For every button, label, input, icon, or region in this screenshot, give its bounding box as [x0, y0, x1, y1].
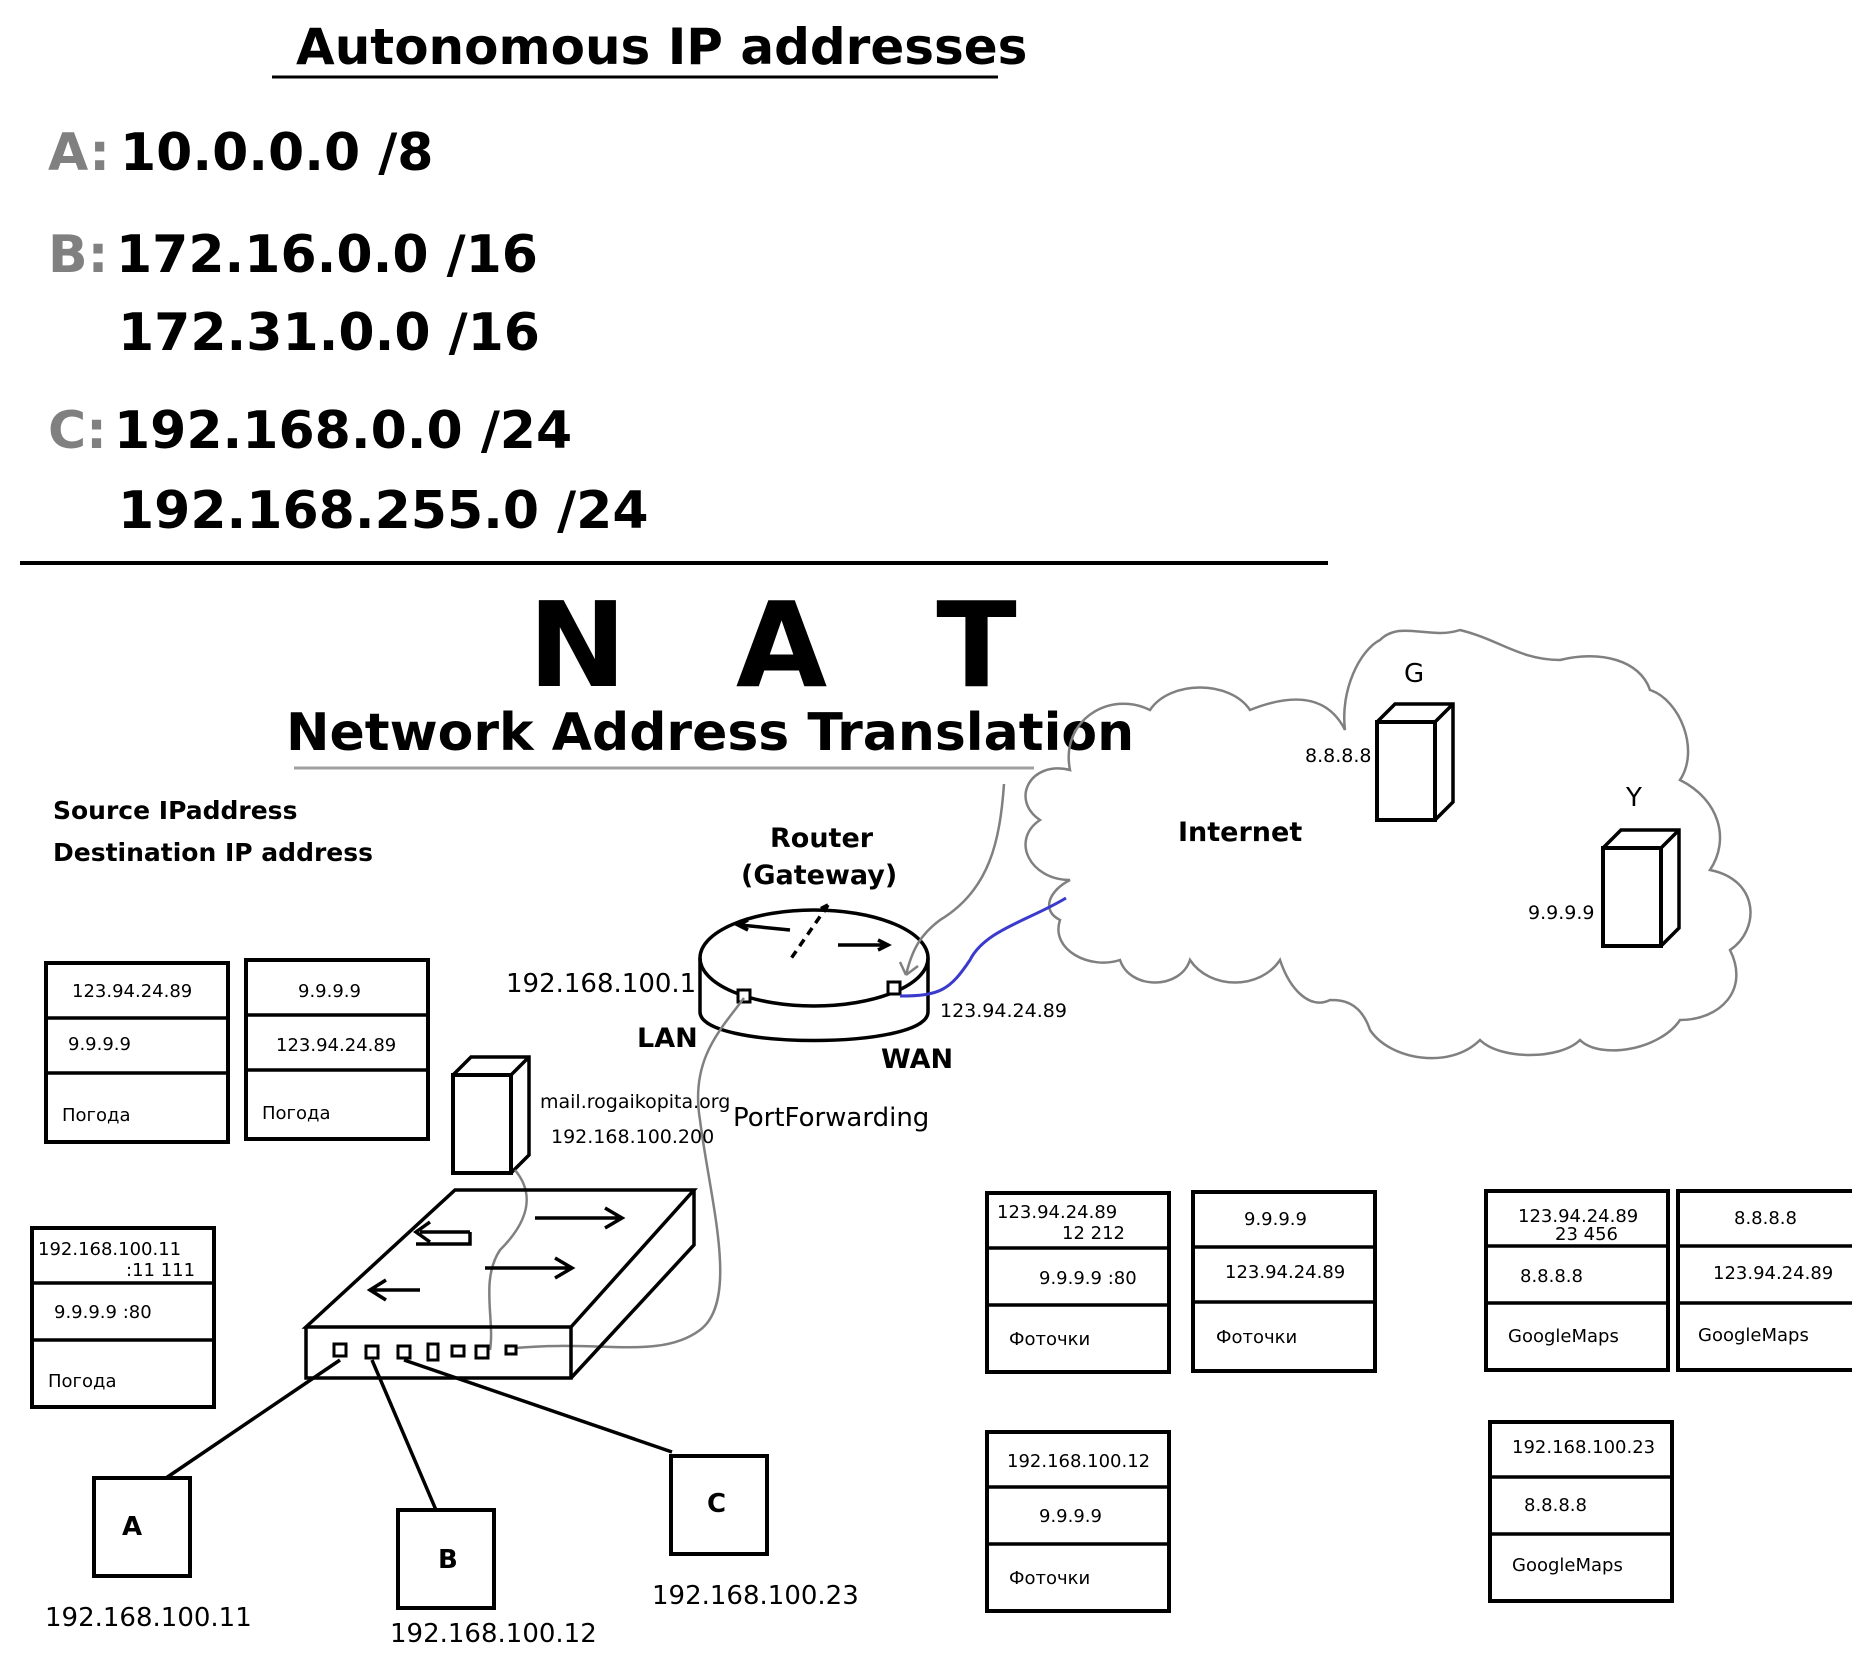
host-a-ip: 192.168.100.11 — [45, 1603, 252, 1633]
cell: GoogleMaps — [1508, 1326, 1619, 1347]
class-a: A: 10.0.0.0 /8 — [48, 123, 433, 183]
server-g-name: G — [1404, 659, 1424, 689]
packet-foto-out: 123.94.24.89 12 212 9.9.9.9 :80 Фоточки — [985, 1191, 1171, 1374]
forward-arrow-wan — [898, 783, 1006, 976]
cell: GoogleMaps — [1698, 1325, 1809, 1346]
cell: 123.94.24.89 — [1713, 1263, 1833, 1284]
cell: 9.9.9.9 — [1039, 1506, 1102, 1527]
mail-server-host: mail.rogaikopita.org — [540, 1091, 730, 1113]
host-c-ip: 192.168.100.23 — [652, 1581, 859, 1611]
cell: Фоточки — [1009, 1329, 1090, 1350]
cell: 8.8.8.8 — [1520, 1266, 1583, 1287]
legend-destination: Destination IP address — [53, 838, 373, 867]
cell: 9.9.9.9 — [1244, 1209, 1307, 1230]
server-g-ip: 8.8.8.8 — [1305, 745, 1371, 767]
cell: 8.8.8.8 — [1734, 1208, 1797, 1229]
cell: 9.9.9.9 :80 — [54, 1302, 152, 1323]
router-lan-ip: 192.168.100.1 — [506, 969, 696, 999]
internet-label: Internet — [1178, 817, 1302, 848]
router-wan-label: WAN — [881, 1044, 953, 1075]
class-c-label: C: — [48, 401, 107, 461]
host-b-ip: 192.168.100.12 — [390, 1619, 597, 1649]
forward-arrow-lan — [514, 997, 745, 1350]
host-c: C 192.168.100.23 — [652, 1454, 859, 1611]
mail-server: mail.rogaikopita.org 192.168.100.200 — [451, 1055, 730, 1175]
cell: 123.94.24.89 — [997, 1202, 1117, 1223]
link-host-b — [370, 1359, 438, 1511]
cell: 123.94.24.89 — [1225, 1262, 1345, 1283]
server-y-ip: 9.9.9.9 — [1528, 902, 1594, 924]
packet-pogoda-in: 9.9.9.9 123.94.24.89 Погода — [244, 958, 430, 1141]
title-autonomous: Autonomous IP addresses — [296, 18, 1027, 76]
cell: Погода — [62, 1105, 131, 1126]
nat-subtitle: Network Address Translation — [286, 703, 1134, 763]
cell: 123.94.24.89 — [1518, 1206, 1638, 1227]
class-c-range-1: 192.168.0.0 /24 — [114, 401, 572, 461]
link-host-a — [165, 1358, 341, 1480]
port-forwarding-label: PortForwarding — [733, 1103, 929, 1133]
class-a-label: A: — [48, 123, 110, 183]
class-b-range-1: 172.16.0.0 /16 — [116, 225, 538, 285]
class-c-range-2: 192.168.255.0 /24 — [118, 481, 649, 541]
server-g: G 8.8.8.8 — [1305, 659, 1455, 822]
wan-link — [899, 896, 1067, 998]
link-host-c — [403, 1358, 673, 1454]
cell: GoogleMaps — [1512, 1555, 1623, 1576]
cell: 123.94.24.89 — [72, 981, 192, 1002]
class-b-label: B: — [48, 225, 108, 285]
cell: 9.9.9.9 — [298, 981, 361, 1002]
router-wan-ip: 123.94.24.89 — [940, 1000, 1067, 1022]
router-label-2: (Gateway) — [741, 860, 897, 891]
class-b: B: 172.16.0.0 /16 172.31.0.0 /16 — [48, 225, 540, 363]
router-lan-label: LAN — [637, 1023, 698, 1054]
cell: 9.9.9.9 — [68, 1034, 131, 1055]
server-y-name: Y — [1625, 783, 1642, 813]
cell: Погода — [48, 1371, 117, 1392]
nat-title: N A T — [528, 576, 1051, 714]
internet-cloud — [1024, 628, 1752, 1060]
cell: 12 212 — [1062, 1223, 1125, 1244]
packet-maps-local: 192.168.100.23 8.8.8.8 GoogleMaps — [1488, 1420, 1674, 1603]
router-label-1: Router — [770, 823, 874, 854]
class-c: C: 192.168.0.0 /24 192.168.255.0 /24 — [48, 401, 649, 541]
packet-foto-local: 192.168.100.12 9.9.9.9 Фоточки — [985, 1430, 1171, 1613]
cell: 8.8.8.8 — [1524, 1495, 1587, 1516]
mail-cable — [488, 1169, 528, 1351]
class-a-range-1: 10.0.0.0 /8 — [120, 123, 433, 183]
legend-source: Source IPaddress — [53, 796, 297, 825]
host-a-name: A — [122, 1512, 142, 1542]
packet-pogoda-local: 192.168.100.11 :11 111 9.9.9.9 :80 Погод… — [30, 1226, 216, 1409]
cell: Фоточки — [1216, 1327, 1297, 1348]
host-b: B 192.168.100.12 — [390, 1508, 597, 1649]
packet-pogoda-out: 123.94.24.89 9.9.9.9 Погода — [44, 961, 230, 1144]
host-c-name: C — [707, 1489, 726, 1519]
packet-foto-in: 9.9.9.9 123.94.24.89 Фоточки — [1191, 1190, 1377, 1373]
cell: 192.168.100.23 — [1512, 1437, 1655, 1458]
mail-server-ip: 192.168.100.200 — [551, 1126, 714, 1148]
server-y: Y 9.9.9.9 — [1528, 783, 1681, 948]
cell: Погода — [262, 1103, 331, 1124]
cell: Фоточки — [1009, 1568, 1090, 1589]
cell: :11 111 — [126, 1260, 195, 1281]
router: Router (Gateway) 192.168.100.1 123.94.24… — [506, 823, 1067, 1133]
cell: 192.168.100.12 — [1007, 1451, 1150, 1472]
switch — [301, 1188, 698, 1380]
cell: 9.9.9.9 :80 — [1039, 1268, 1137, 1289]
cell: 23 456 — [1555, 1224, 1618, 1245]
host-a: A 192.168.100.11 — [45, 1476, 252, 1633]
cell: 123.94.24.89 — [276, 1035, 396, 1056]
class-b-range-2: 172.31.0.0 /16 — [118, 303, 540, 363]
cell: 192.168.100.11 — [38, 1239, 181, 1260]
packet-maps-in: 8.8.8.8 123.94.24.89 GoogleMaps — [1676, 1189, 1852, 1372]
packet-maps-out: 123.94.24.89 23 456 8.8.8.8 GoogleMaps — [1484, 1189, 1670, 1372]
host-b-name: B — [438, 1545, 458, 1575]
